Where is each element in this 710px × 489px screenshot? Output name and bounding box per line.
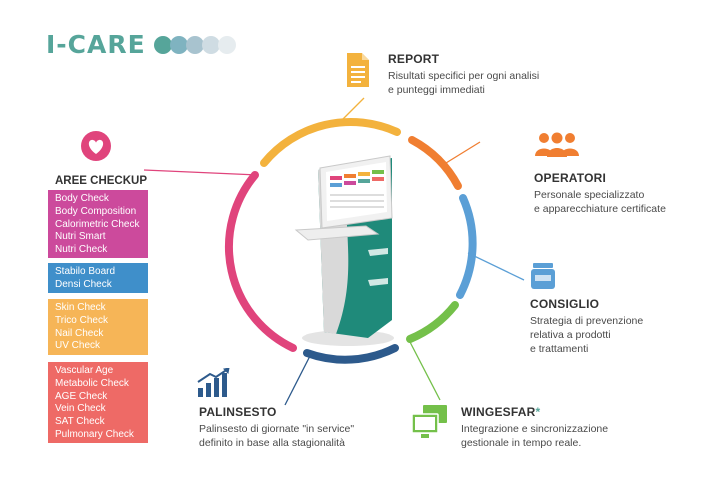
feature-title-text: WINGESFAR xyxy=(461,405,536,419)
checkup-group: Stabilo Board Densi Check xyxy=(48,263,148,293)
feature-title: REPORT xyxy=(388,52,440,66)
checkup-item: Nutri Smart xyxy=(55,231,106,243)
feature-consiglio: CONSIGLIO Strategia di prevenzione relat… xyxy=(530,297,643,356)
brand-dots xyxy=(153,35,236,54)
brand-dot xyxy=(217,35,236,54)
footnote-mark: * xyxy=(535,405,541,419)
brand-dot xyxy=(185,35,204,54)
feature-description: Personale specializzato e apparecchiatur… xyxy=(534,189,666,215)
checkup-item: Body Composition xyxy=(55,205,137,217)
ring-arc-palinsesto xyxy=(303,344,399,364)
kiosk-illustration xyxy=(294,155,394,346)
checkup-item: Metabolic Check xyxy=(55,377,129,389)
ring-arc-operatori xyxy=(408,136,462,190)
brand-title: I-CARE xyxy=(46,30,146,59)
feature-title: OPERATORI xyxy=(534,171,607,185)
feature-title: PALINSESTO xyxy=(199,405,277,419)
checkup-item: Stabilo Board xyxy=(55,266,116,277)
connector-consiglio xyxy=(467,252,525,281)
connector-aree xyxy=(143,169,259,176)
checkup-item: Calorimetric Check xyxy=(55,218,140,230)
checkup-item: SAT Check xyxy=(55,416,105,428)
connector-palinsesto xyxy=(284,351,313,406)
ring-arc-wingesfar xyxy=(406,301,459,343)
feature-wingesfar: WINGESFAR* Integrazione e sincronizzazio… xyxy=(461,405,608,450)
checkup-item: Vascular Age xyxy=(55,365,114,376)
checkup-item: Densi Check xyxy=(55,278,112,290)
feature-description: Palinsesto di giornate "in service" defi… xyxy=(199,423,355,449)
ring-arc-consiglio xyxy=(456,194,477,299)
feature-operatori: OPERATORI Personale specializzato e appa… xyxy=(534,171,666,216)
bar-chart-icon xyxy=(197,368,230,397)
checkup-item: Vein Check xyxy=(55,403,106,415)
brand-dot xyxy=(169,35,188,54)
checkup-item: Body Check xyxy=(55,193,109,204)
jar-icon xyxy=(531,263,555,289)
feature-report: REPORT Risultati specifici per ogni anal… xyxy=(388,52,539,97)
brand-header: I-CARE xyxy=(46,30,236,59)
checkup-item: AGE Check xyxy=(55,390,108,402)
checkup-item: Nail Check xyxy=(55,327,104,339)
brand-dot xyxy=(201,35,220,54)
ring-arc-aree xyxy=(224,171,297,352)
checkup-item: Nutri Check xyxy=(55,244,108,256)
checkup-group: Vascular Age Metabolic Check AGE Check V… xyxy=(48,362,148,443)
feature-description: Strategia di prevenzione relativa a prod… xyxy=(530,315,644,355)
brand-dot xyxy=(153,35,172,54)
checkup-item: UV Check xyxy=(55,340,101,352)
people-icon xyxy=(535,132,579,157)
aree-checkup-title: AREE CHECKUP xyxy=(55,175,148,187)
checkup-group: Skin Check Trico Check Nail Check UV Che… xyxy=(48,299,148,355)
ring-arc-report xyxy=(260,118,401,167)
feature-title: CONSIGLIO xyxy=(530,297,600,311)
checkup-item: Skin Check xyxy=(55,302,106,313)
document-icon xyxy=(347,53,369,87)
checkup-item: Trico Check xyxy=(55,314,108,326)
checkup-group: Body Check Body Composition Calorimetric… xyxy=(48,190,148,258)
connector-wingesfar xyxy=(409,341,441,401)
connector-report xyxy=(337,97,365,125)
feature-title: WINGESFAR* xyxy=(461,405,608,419)
monitors-icon xyxy=(411,405,447,438)
connector-operatori xyxy=(445,141,481,164)
feature-description: Integrazione e sincronizzazione gestiona… xyxy=(461,423,609,449)
feature-description: Risultati specifici per ogni analisi e p… xyxy=(388,70,540,96)
feature-palinsesto: PALINSESTO Palinsesto di giornate "in se… xyxy=(199,405,354,450)
checkup-item: Pulmonary Check xyxy=(55,428,134,440)
heart-icon xyxy=(81,131,111,161)
